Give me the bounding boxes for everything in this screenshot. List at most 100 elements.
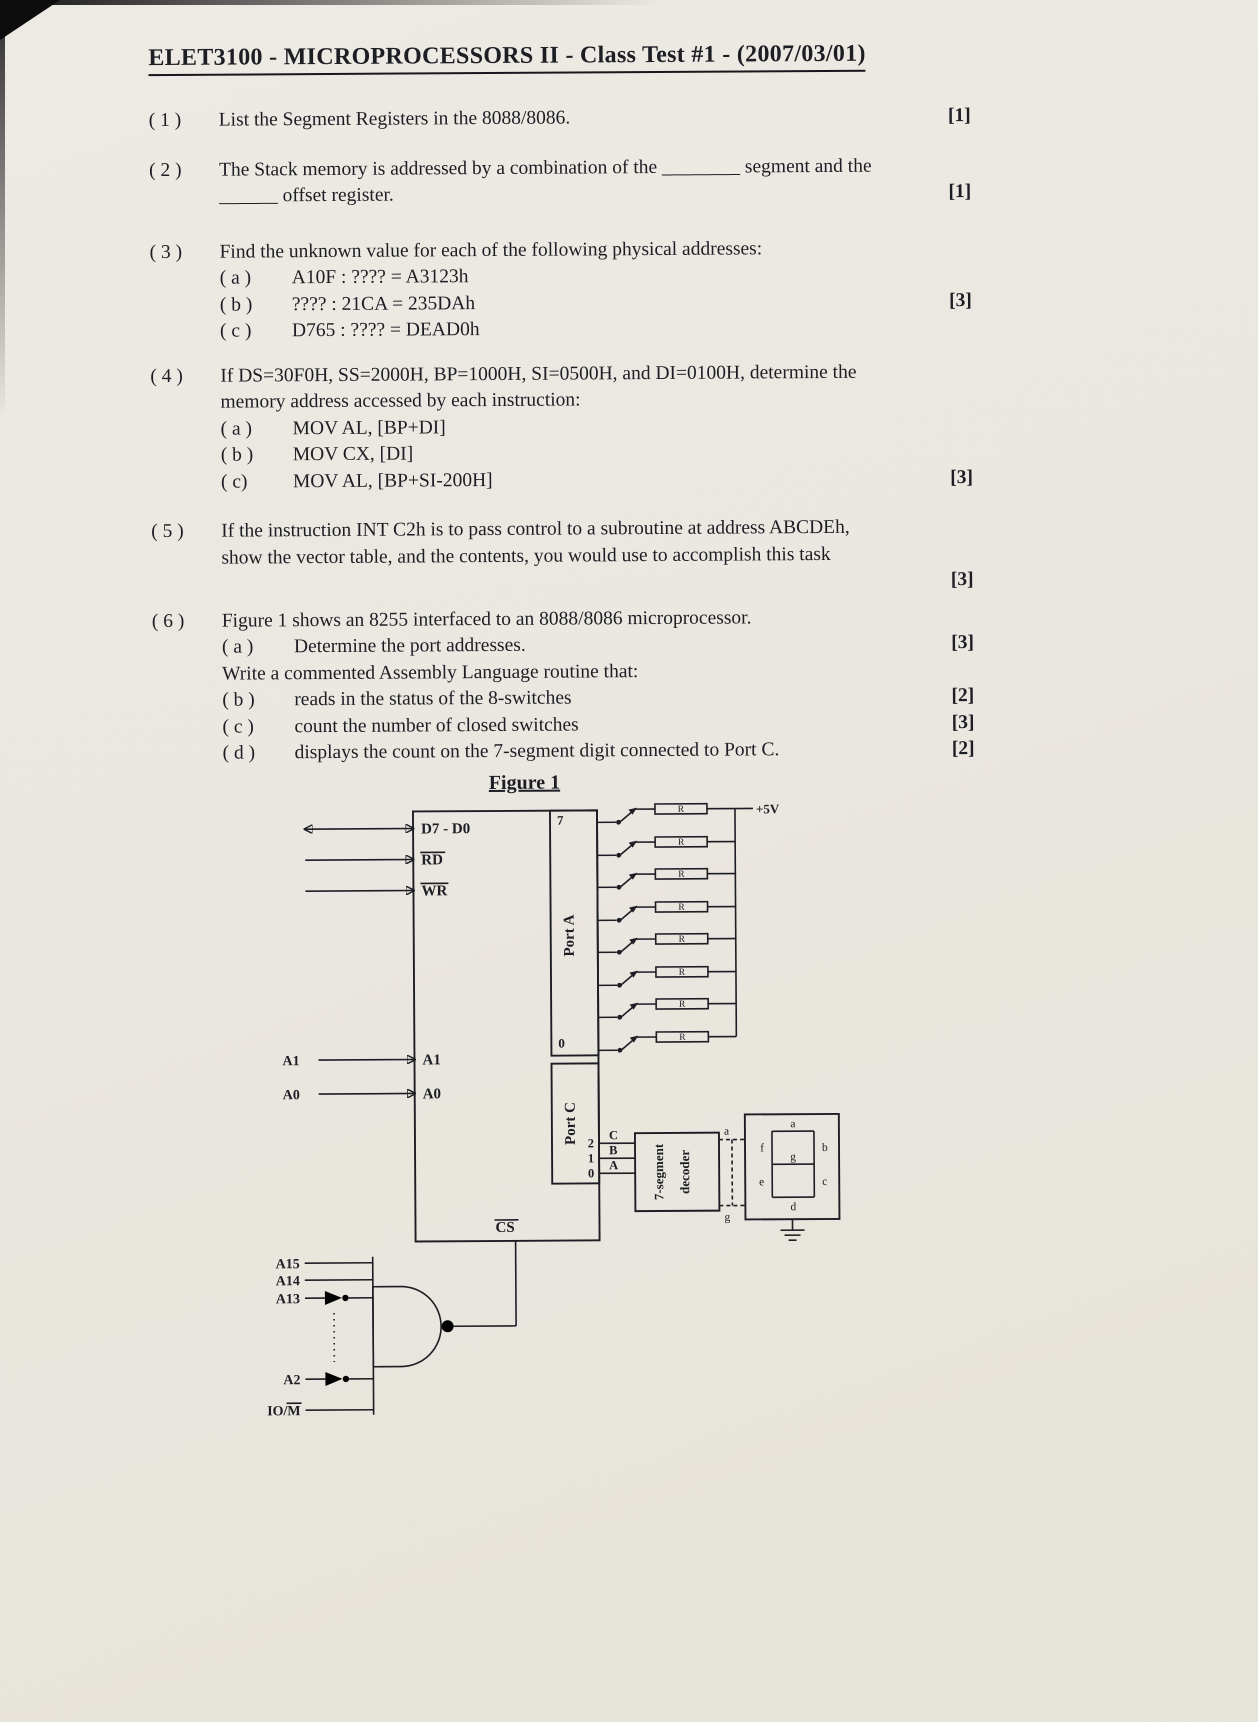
subitem-label: ( a ) (220, 417, 253, 440)
segment-b-label: b (822, 1141, 828, 1153)
number-spacer (151, 443, 221, 470)
chip-8255-outline (412, 808, 601, 1242)
number-spacer (152, 714, 222, 741)
subitem-text: reads in the status of the 8-switches (294, 687, 572, 711)
mark-badge: [2] (951, 738, 975, 760)
subitem-label: ( d ) (222, 742, 256, 764)
switch-row-3 (596, 932, 737, 956)
switch-row-4 (596, 900, 737, 924)
decoder-label-line2: decoder (677, 1149, 692, 1193)
port-a-label: Port A (562, 914, 578, 956)
question-row: [3] (151, 567, 974, 599)
segment-c-label: c (822, 1175, 827, 1187)
wr-label: WR (421, 883, 447, 899)
port-a-box (549, 808, 600, 1057)
number-spacer (151, 572, 221, 599)
number-spacer (150, 292, 220, 319)
iom-label: IO/M (267, 1404, 301, 1419)
page-title: ELET3100 - MICROPROCESSORS II - Class Te… (148, 40, 866, 77)
subitem-text: ???? : 21CA = 235DAh (291, 292, 476, 315)
a1-pin-label: A1 (422, 1052, 440, 1068)
scan-edge-left (0, 0, 5, 420)
rd-label: RD (421, 852, 443, 868)
cs-label: CS (495, 1219, 514, 1235)
subitem-label: ( c) (220, 470, 248, 493)
question-number: ( 4 ) (150, 365, 183, 387)
subitem-text: MOV AL, [BP+DI] (292, 416, 446, 439)
question-text: Write a commented Assembly Language rout… (222, 660, 639, 685)
nand-gate (371, 1256, 454, 1415)
mark-spacer (915, 514, 973, 541)
switch-row-0 (597, 1030, 738, 1054)
mark-spacer (915, 438, 973, 465)
subitem-text: MOV AL, [BP+SI-200H] (292, 469, 493, 492)
subitem-label: ( c ) (219, 320, 252, 342)
number-spacer (150, 266, 220, 293)
number-spacer (150, 390, 220, 417)
port-c-pin2-label: 2 (588, 1136, 594, 1150)
subitem-text: displays the count on the 7-segment digi… (294, 739, 780, 764)
mark-badge: [1] (947, 105, 971, 127)
signal-c-label: C (609, 1128, 618, 1142)
switch-row-1 (597, 997, 738, 1021)
number-spacer (151, 545, 221, 572)
question-text: ______ offset register. (219, 184, 394, 207)
number-spacer (151, 416, 221, 443)
decoder-box (633, 1131, 721, 1212)
number-spacer (150, 319, 220, 346)
a13-inverter (304, 1290, 373, 1305)
switch-row-6 (596, 835, 737, 859)
mark-spacer (914, 359, 972, 386)
question-2: ( 2 ) The Stack memory is addressed by a… (149, 153, 971, 211)
number-spacer (152, 688, 222, 715)
question-text: The Stack memory is addressed by a combi… (218, 155, 872, 181)
subitem-text: Determine the port addresses. (293, 634, 526, 658)
number-spacer (152, 661, 222, 688)
signal-a-label: A (609, 1158, 618, 1172)
scan-corner-artifact (0, 0, 60, 40)
vcc-rail (734, 808, 738, 1037)
a2-inverter (305, 1371, 374, 1386)
number-spacer (149, 184, 219, 211)
question-number: ( 3 ) (149, 241, 183, 263)
subitem-label: ( c ) (222, 715, 254, 738)
data-bus-label: D7 - D0 (421, 821, 470, 837)
subitem-text: count the number of closed switches (294, 713, 579, 737)
number-spacer (153, 741, 223, 768)
port-a-pin0-label: 0 (558, 1035, 565, 1050)
switch-row-7 (596, 802, 736, 826)
mark-spacer (916, 604, 974, 631)
question-row: ( 1 ) List the Segment Registers in the … (149, 103, 971, 135)
segment-bus-bottom-label: g (724, 1211, 730, 1223)
segment-e-label: e (759, 1176, 764, 1188)
question-number: ( 2 ) (148, 159, 182, 181)
question-1: ( 1 ) List the Segment Registers in the … (149, 103, 971, 135)
question-6: ( 6 ) Figure 1 shows an 8255 interfaced … (152, 604, 975, 768)
port-c-pin0-label: 0 (588, 1166, 594, 1180)
question-text: show the vector table, and the contents,… (221, 543, 831, 569)
question-5: ( 5 ) If the instruction INT C2h is to p… (151, 514, 973, 599)
subitem-label: ( b ) (220, 444, 254, 466)
subitem-label: ( b ) (222, 689, 255, 711)
exam-content: ELET3100 - MICROPROCESSORS II - Class Te… (148, 40, 980, 1682)
mark-badge: [3] (950, 466, 973, 488)
a13-label: A13 (276, 1292, 300, 1307)
cpu-interface-lines (305, 828, 415, 1094)
number-spacer (151, 469, 221, 496)
port-c-pin1-label: 1 (588, 1151, 594, 1165)
subitem-label: ( b ) (219, 293, 253, 316)
mark-spacer (914, 385, 972, 412)
figure-1-diagram: R Port A Port C 7 0 D7 - D0 RD WR A1 A1 … (267, 801, 841, 1419)
port-c-box (550, 1061, 601, 1185)
question-text: memory address accessed by each instruct… (220, 389, 581, 413)
a15-label: A15 (276, 1257, 300, 1272)
port-c-lines (598, 1141, 636, 1174)
port-c-label: Port C (563, 1102, 579, 1145)
segment-d-label: d (790, 1201, 796, 1213)
segment-a-label: a (790, 1118, 795, 1130)
subitem-label: ( a ) (221, 636, 254, 658)
signal-b-label: B (609, 1143, 617, 1157)
subitem-text: D765 : ???? = DEAD0h (291, 319, 480, 342)
question-number: ( 5 ) (151, 520, 184, 543)
